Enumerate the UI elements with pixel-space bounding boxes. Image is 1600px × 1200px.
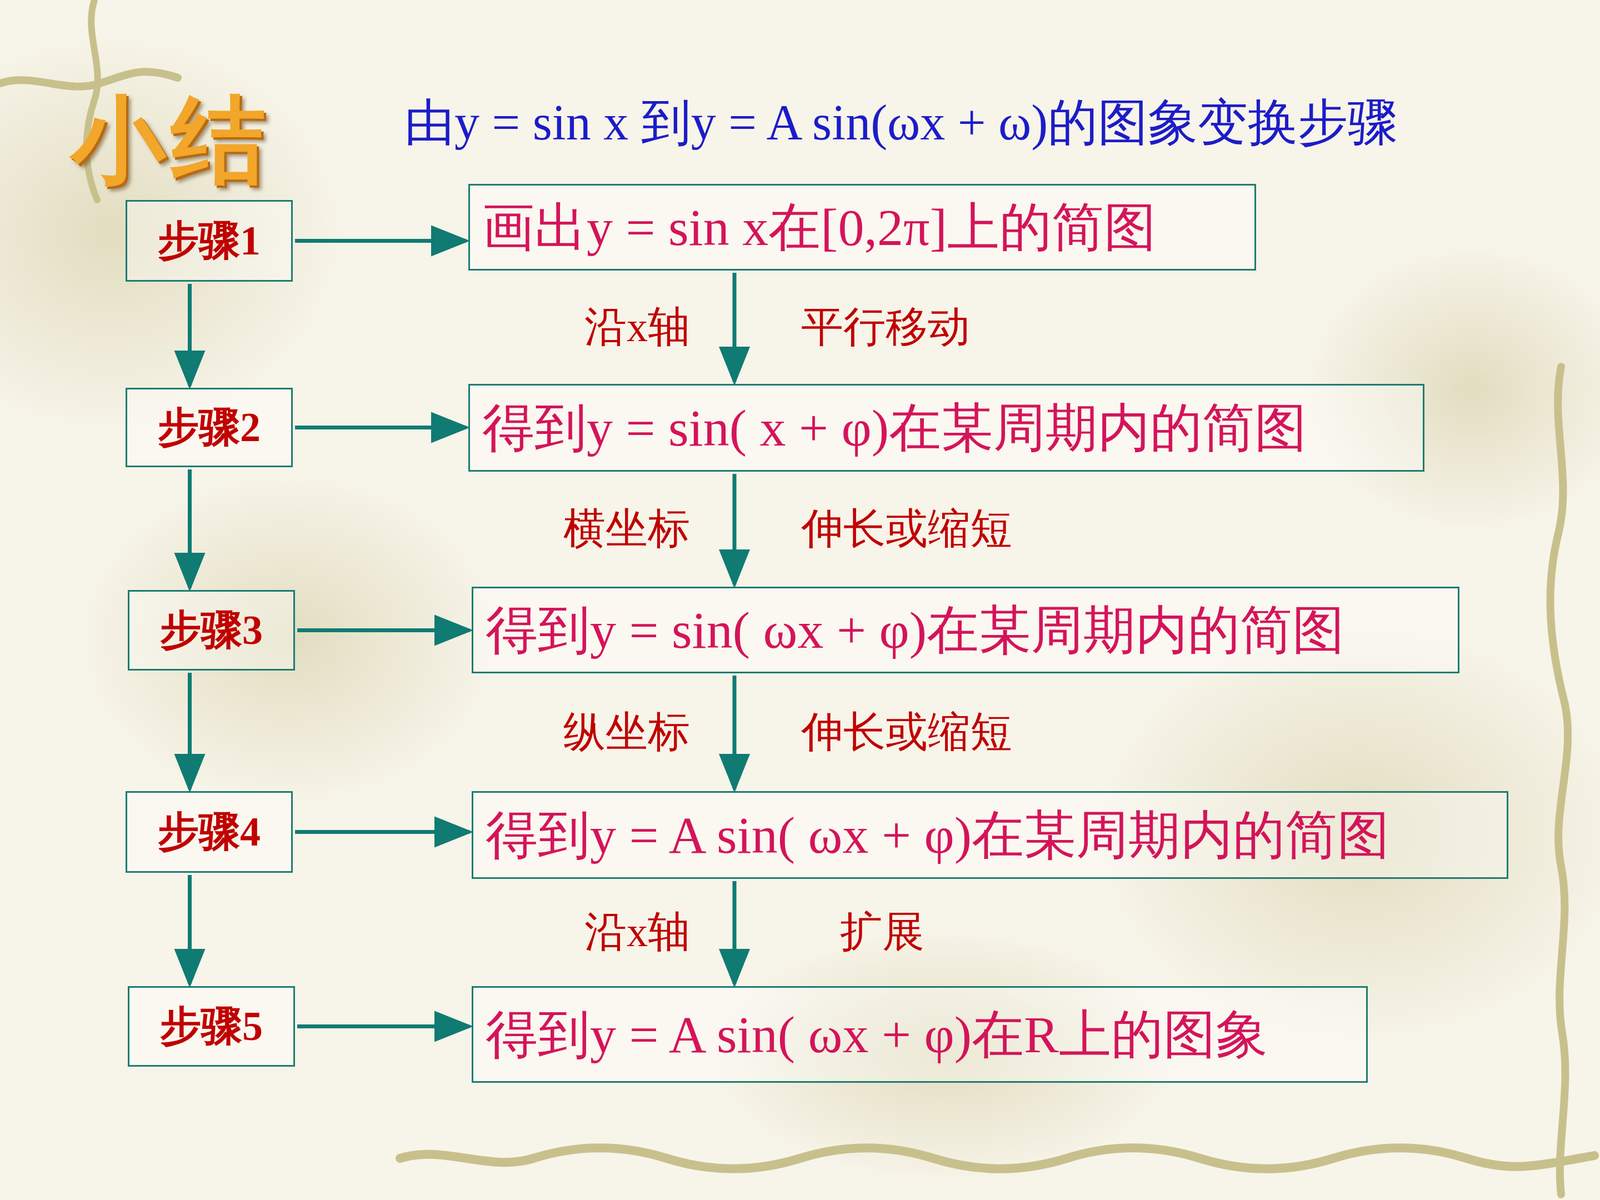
transform-label: 扩展: [840, 903, 925, 962]
step-label: 步骤4: [157, 804, 261, 860]
step-description: 得到y = A sin( ωx + φ)在R上的图象: [485, 999, 1268, 1070]
process-box: 得到y = sin( ωx + φ)在某周期内的简图: [471, 586, 1460, 674]
summary-heading: 小结: [71, 77, 272, 205]
edge-label: 横坐标: [563, 500, 690, 558]
flow-arrow: [187, 672, 192, 789]
flow-arrow: [295, 238, 467, 243]
step-description: 得到y = sin( x + φ)在某周期内的简图: [482, 392, 1307, 464]
process-box: 得到y = sin( x + φ)在某周期内的简图: [468, 383, 1425, 472]
process-box: 画出y = sin x在[0,2π]上的简图: [468, 183, 1257, 271]
flow-arrow: [732, 272, 737, 382]
flow-arrow: [295, 830, 470, 834]
flow-arrow: [732, 881, 737, 984]
flow-arrow: [297, 628, 470, 633]
step-description: 画出y = sin x在[0,2π]上的简图: [482, 192, 1157, 263]
flow-arrow: [295, 425, 467, 430]
step-label: 步骤2: [157, 400, 261, 456]
edge-label: 沿x轴: [584, 298, 690, 357]
step-box: 步骤3: [127, 590, 295, 671]
step-box: 步骤1: [125, 200, 293, 282]
transform-label: 伸长或缩短: [801, 703, 1013, 762]
flow-arrow: [187, 469, 192, 588]
process-box: 得到y = A sin( ωx + φ)在R上的图象: [471, 986, 1368, 1083]
process-box: 得到y = A sin( ωx + φ)在某周期内的简图: [471, 791, 1509, 879]
step-description: 得到y = sin( ωx + φ)在某周期内的简图: [485, 595, 1345, 666]
step-box: 步骤4: [125, 791, 293, 873]
transform-label: 平行移动: [801, 298, 970, 357]
step-label: 步骤3: [160, 602, 263, 659]
flow-arrow: [187, 283, 192, 386]
step-label: 步骤1: [157, 213, 261, 269]
flow-arrow: [297, 1024, 470, 1029]
edge-label: 沿x轴: [584, 903, 690, 962]
flow-arrow: [732, 675, 737, 789]
slide-title: 由y = sin x 到y = A sin(ωx + ω)的图象变换步骤: [404, 88, 1398, 157]
step-box: 步骤5: [127, 986, 295, 1067]
step-description: 得到y = A sin( ωx + φ)在某周期内的简图: [485, 800, 1390, 871]
edge-label: 纵坐标: [563, 703, 690, 762]
step-box: 步骤2: [125, 387, 293, 468]
step-label: 步骤5: [160, 998, 263, 1055]
flow-arrow: [732, 473, 737, 585]
flow-arrow: [187, 875, 192, 984]
transform-label: 伸长或缩短: [801, 500, 1013, 558]
